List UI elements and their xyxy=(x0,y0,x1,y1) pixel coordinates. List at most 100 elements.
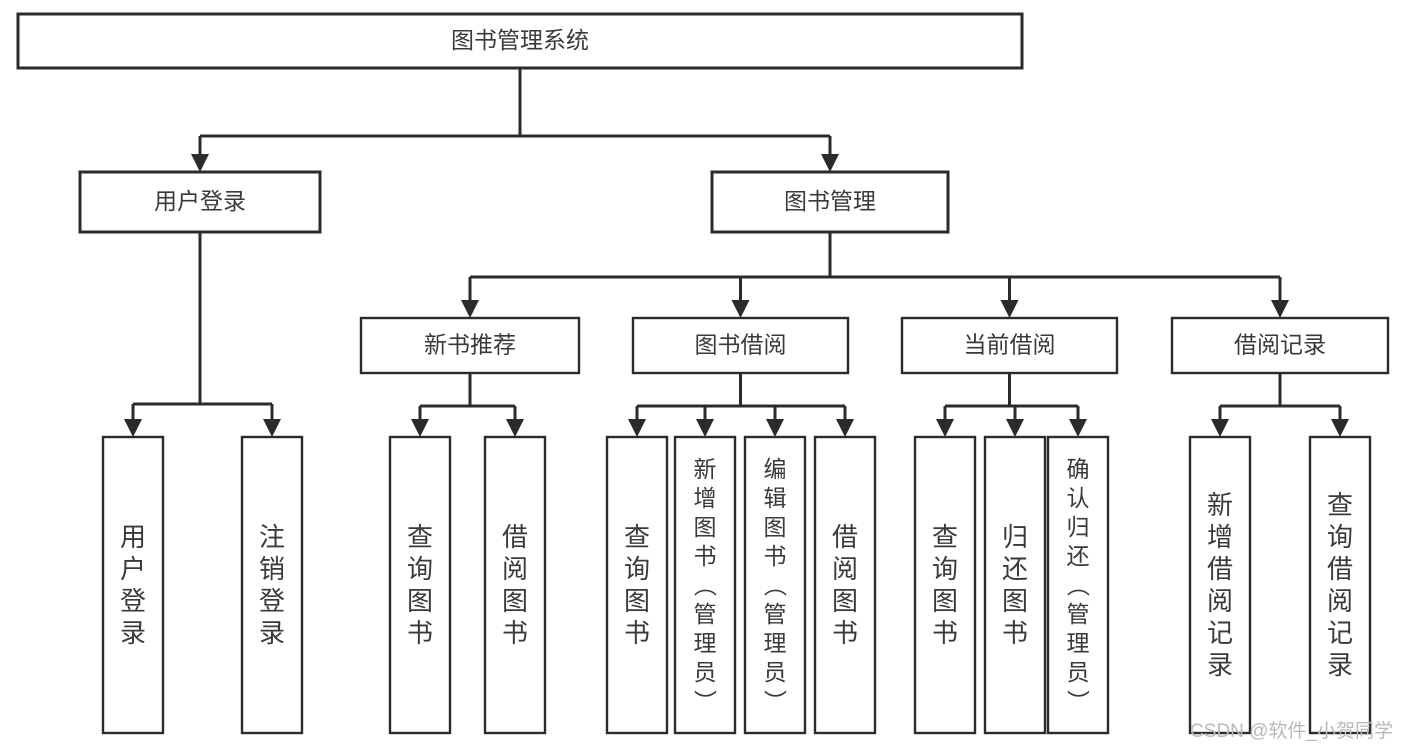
node-leaf-4[interactable] xyxy=(605,435,669,735)
svg-text:归: 归 xyxy=(1067,514,1090,540)
node-level3-2[interactable] xyxy=(900,316,1119,375)
svg-text:查: 查 xyxy=(407,522,433,552)
svg-text:书: 书 xyxy=(624,618,650,648)
node-leaf-3[interactable] xyxy=(483,435,547,735)
node-leaf-12[interactable] xyxy=(1308,435,1372,735)
label-level3-2: 当前借阅 xyxy=(964,332,1056,358)
label-level3-3: 借阅记录 xyxy=(1234,332,1326,358)
label-level2-0: 用户登录 xyxy=(154,188,246,214)
arrow-head-leaf-3 xyxy=(506,419,524,437)
node-leaf-5[interactable] xyxy=(673,435,737,735)
svg-text:询: 询 xyxy=(407,554,433,584)
node-leaf-6[interactable] xyxy=(743,435,807,735)
arrow-head-leaf-4 xyxy=(628,419,646,437)
svg-text:）: ） xyxy=(762,690,788,713)
arrow-head-mgr-0 xyxy=(461,300,479,318)
node-level3-3[interactable] xyxy=(1170,316,1390,375)
svg-text:（: （ xyxy=(762,574,788,597)
svg-text:认: 认 xyxy=(1067,485,1090,511)
arrow-head-leaf-0 xyxy=(124,419,142,437)
svg-text:图: 图 xyxy=(1002,586,1028,616)
arrow-head-root-1 xyxy=(821,154,839,172)
svg-text:归: 归 xyxy=(1002,522,1028,552)
arrow-head-leaf-6 xyxy=(766,419,784,437)
svg-text:（: （ xyxy=(1065,574,1091,597)
svg-text:确: 确 xyxy=(1067,456,1090,482)
svg-text:（: （ xyxy=(692,574,718,597)
node-level2-0[interactable] xyxy=(78,170,322,234)
node-level3-1[interactable] xyxy=(631,316,850,375)
arrow-head-mgr-2 xyxy=(1000,300,1019,318)
svg-text:查: 查 xyxy=(932,522,958,552)
svg-text:书: 书 xyxy=(407,618,433,648)
svg-text:查: 查 xyxy=(1327,490,1353,520)
node-leaf-10[interactable] xyxy=(1046,435,1110,735)
svg-text:书: 书 xyxy=(1002,618,1028,648)
node-leaf-0[interactable] xyxy=(101,435,165,735)
node-leaf-11[interactable] xyxy=(1188,435,1252,735)
node-leaf-9[interactable] xyxy=(983,435,1047,735)
svg-text:借: 借 xyxy=(1207,554,1233,584)
svg-text:借: 借 xyxy=(832,522,858,552)
svg-text:录: 录 xyxy=(1327,650,1353,680)
svg-text:理: 理 xyxy=(764,630,787,656)
svg-text:图: 图 xyxy=(932,586,958,616)
node-root[interactable] xyxy=(16,12,1024,70)
node-leaf-8[interactable] xyxy=(913,435,977,735)
node-leaf-1[interactable] xyxy=(240,435,304,735)
svg-text:图: 图 xyxy=(407,586,433,616)
svg-text:户: 户 xyxy=(120,554,146,584)
svg-text:记: 记 xyxy=(1207,618,1233,648)
label-level2-1: 图书管理 xyxy=(784,188,876,214)
svg-text:阅: 阅 xyxy=(832,554,858,584)
node-leaf-7[interactable] xyxy=(813,435,877,735)
svg-text:阅: 阅 xyxy=(502,554,528,584)
svg-text:书: 书 xyxy=(694,543,717,569)
svg-text:员: 员 xyxy=(1067,659,1090,685)
arrow-head-leaf-1 xyxy=(263,419,281,437)
label-layer: 图书管理系统用户登录图书管理新书推荐图书借阅当前借阅借阅记录用户登录注销登录查询… xyxy=(120,27,1353,712)
svg-text:图: 图 xyxy=(694,514,717,540)
svg-text:用: 用 xyxy=(120,522,146,552)
svg-text:销: 销 xyxy=(259,554,285,584)
svg-text:书: 书 xyxy=(764,543,787,569)
arrow-head-mgr-3 xyxy=(1271,300,1289,318)
arrow-head-leaf-8 xyxy=(936,419,954,437)
svg-text:图: 图 xyxy=(624,586,650,616)
svg-text:借: 借 xyxy=(502,522,528,552)
arrow-head-leaf-7 xyxy=(836,419,854,437)
svg-text:录: 录 xyxy=(1207,650,1233,680)
label-root: 图书管理系统 xyxy=(451,27,589,53)
svg-text:增: 增 xyxy=(694,485,717,511)
node-leaf-2[interactable] xyxy=(388,435,452,735)
svg-text:询: 询 xyxy=(624,554,650,584)
svg-text:询: 询 xyxy=(932,554,958,584)
node-layer xyxy=(16,12,1390,735)
svg-text:管: 管 xyxy=(694,601,717,627)
svg-text:借: 借 xyxy=(1327,554,1353,584)
label-leaf-0: 用户登录 xyxy=(120,522,146,648)
svg-text:询: 询 xyxy=(1327,522,1353,552)
svg-text:员: 员 xyxy=(694,659,717,685)
svg-text:记: 记 xyxy=(1327,618,1353,648)
arrow-head-leaf-11 xyxy=(1211,419,1229,437)
node-level3-0[interactable] xyxy=(359,316,581,375)
svg-text:）: ） xyxy=(692,690,718,713)
svg-text:图: 图 xyxy=(832,586,858,616)
label-level3-0: 新书推荐 xyxy=(424,332,516,358)
svg-text:）: ） xyxy=(1065,690,1091,713)
svg-text:阅: 阅 xyxy=(1207,586,1233,616)
arrow-head-leaf-12 xyxy=(1331,419,1349,437)
csdn-watermark: CSDN @软件_小贺同学 xyxy=(1190,721,1393,742)
node-level2-1[interactable] xyxy=(710,170,950,234)
svg-text:登: 登 xyxy=(120,586,146,616)
